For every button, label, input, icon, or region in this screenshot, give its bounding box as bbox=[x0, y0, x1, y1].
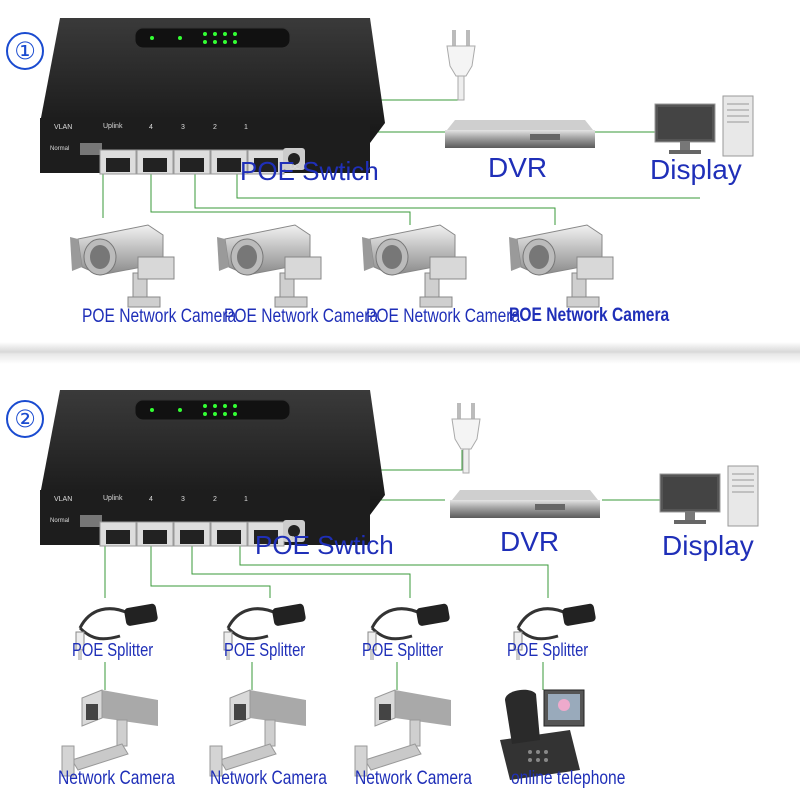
normal-label: Normal bbox=[50, 518, 70, 524]
section2-dvr bbox=[450, 490, 600, 518]
uplink-label: Uplink bbox=[103, 495, 123, 502]
section1-camera-label-2: POE Network Camera bbox=[224, 306, 379, 327]
section2-camera-2 bbox=[209, 689, 307, 777]
section1-switch-label: POE Swtich bbox=[240, 156, 379, 186]
section2-device-label-1: Network Camera bbox=[58, 768, 175, 789]
section1-camera-1 bbox=[69, 224, 175, 308]
section1-poe-switch bbox=[39, 17, 386, 175]
section1-power-plug bbox=[446, 29, 476, 101]
section1-dvr-label: DVR bbox=[488, 152, 548, 183]
section2-device-label-2: Network Camera bbox=[210, 768, 327, 789]
section2-power-plug bbox=[451, 402, 481, 474]
section2-dvr-label: DVR bbox=[500, 526, 560, 557]
section2-device-label-4: online telephone bbox=[511, 768, 626, 789]
section1-camera-3 bbox=[361, 224, 467, 308]
section2-splitter-label-2: POE Splitter bbox=[224, 640, 306, 660]
section1-camera-4 bbox=[508, 224, 614, 308]
section1-camera-label-1: POE Network Camera bbox=[82, 306, 237, 327]
port-label: 1 bbox=[244, 124, 248, 131]
port-label: 2 bbox=[213, 124, 217, 131]
port-label: 1 bbox=[244, 496, 248, 503]
section2-camera-1 bbox=[61, 689, 159, 777]
section2-switch-label: POE Swtich bbox=[255, 530, 394, 560]
section-divider bbox=[0, 342, 800, 364]
port-label: 3 bbox=[181, 496, 185, 503]
section2-splitter-label-3: POE Splitter bbox=[362, 640, 444, 660]
section1-display-pc bbox=[654, 95, 754, 157]
dc-label: DC bbox=[290, 536, 301, 543]
section1-dvr bbox=[445, 120, 595, 148]
vlan-label: VLAN bbox=[54, 124, 73, 131]
section2-splitter-label-4: POE Splitter bbox=[507, 640, 589, 660]
section2-display-pc bbox=[659, 465, 759, 527]
section2-camera-3 bbox=[354, 689, 452, 777]
port-label: 4 bbox=[149, 496, 153, 503]
section2-poe-switch bbox=[39, 389, 386, 547]
section1-camera-label-3: POE Network Camera bbox=[366, 306, 521, 327]
port-label: 4 bbox=[149, 124, 153, 131]
section2-device-label-3: Network Camera bbox=[355, 768, 472, 789]
vlan-label: VLAN bbox=[54, 496, 73, 503]
section1-camera-2 bbox=[216, 224, 322, 308]
port-label: 2 bbox=[213, 496, 217, 503]
section1-display-label: Display bbox=[650, 154, 742, 185]
section1-camera-label-4: POE Network Camera bbox=[509, 305, 670, 326]
section1-number-badge: ① bbox=[6, 32, 44, 70]
normal-label: Normal bbox=[50, 146, 70, 152]
dc-label: DC bbox=[290, 164, 301, 171]
section2-number-badge: ② bbox=[6, 400, 44, 438]
section2-splitter-label-1: POE Splitter bbox=[72, 640, 154, 660]
section2-online-telephone bbox=[499, 689, 585, 781]
uplink-label: Uplink bbox=[103, 123, 123, 130]
section2-wires bbox=[104, 450, 660, 690]
section2-display-label: Display bbox=[662, 530, 754, 561]
port-label: 3 bbox=[181, 124, 185, 131]
